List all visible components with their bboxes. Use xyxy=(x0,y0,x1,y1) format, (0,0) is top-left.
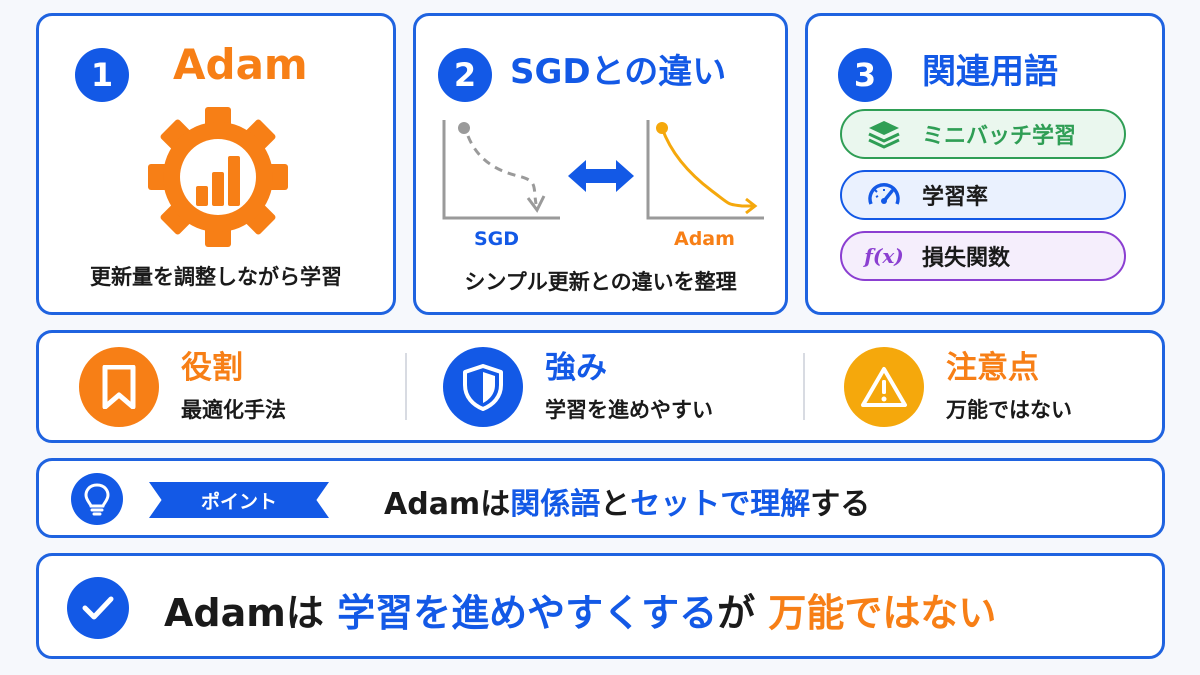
card-number-badge: 3 xyxy=(838,48,892,102)
lightbulb-icon xyxy=(71,473,123,525)
feature-desc: 万能ではない xyxy=(946,397,1072,422)
card-title: SGDとの違い xyxy=(510,52,727,92)
point-text: Adamは関係語とセットで理解する xyxy=(384,487,871,522)
summary-row: Adamは 学習を進めやすくするが 万能ではない xyxy=(36,553,1165,659)
term-pill-loss-function: f(x) 損失関数 xyxy=(840,231,1126,281)
check-circle-icon xyxy=(67,577,129,639)
term-pill-learning-rate: 学習率 xyxy=(840,170,1126,220)
card-title: 関連用語 xyxy=(922,52,1058,92)
point-row: ポイント Adamは関係語とセットで理解する xyxy=(36,458,1165,538)
bookmark-icon xyxy=(79,346,159,427)
term-label: ミニバッチ学習 xyxy=(922,124,1077,149)
feature-title: 役割 xyxy=(181,350,243,387)
warning-icon xyxy=(844,346,924,427)
feature-desc: 学習を進めやすい xyxy=(545,397,713,422)
feature-role: 役割 最適化手法 xyxy=(79,333,286,440)
card-adam: 1 Adam 更新量を調整しながら学習 xyxy=(36,13,396,315)
term-label: 学習率 xyxy=(922,185,989,210)
shield-icon xyxy=(443,346,523,427)
speedometer-icon xyxy=(864,179,904,211)
term-label: 損失関数 xyxy=(922,246,1011,271)
layers-icon xyxy=(864,118,904,150)
card-caption: 更新量を調整しながら学習 xyxy=(90,265,342,289)
card-sgd-comparison: 2 SGDとの違い SGD Adam シンプル更新との違いを整理 xyxy=(413,13,788,315)
adam-graph-icon xyxy=(646,120,764,220)
adam-label: Adam xyxy=(674,228,735,250)
gear-bar-chart-icon xyxy=(148,107,288,247)
double-arrow-icon xyxy=(568,160,634,192)
point-badge-label: ポイント xyxy=(200,490,277,513)
feature-title: 強み xyxy=(545,350,607,387)
feature-title: 注意点 xyxy=(946,350,1039,387)
divider xyxy=(803,353,805,420)
card-number-badge: 2 xyxy=(438,48,492,102)
summary-text: Adamは 学習を進めやすくするが 万能ではない xyxy=(164,591,997,635)
card-number-badge: 1 xyxy=(75,48,129,102)
sgd-graph-icon xyxy=(442,120,560,220)
card-caption: シンプル更新との違いを整理 xyxy=(464,270,737,294)
term-pill-minibatch: ミニバッチ学習 xyxy=(840,109,1126,159)
divider xyxy=(405,353,407,420)
point-badge: ポイント xyxy=(149,482,329,518)
card-title: Adam xyxy=(173,40,308,89)
feature-caution: 注意点 万能ではない xyxy=(844,333,1072,440)
feature-desc: 最適化手法 xyxy=(181,397,286,422)
sgd-label: SGD xyxy=(474,228,520,250)
features-row: 役割 最適化手法 強み 学習を進めやすい 注意点 万能ではない xyxy=(36,330,1165,443)
feature-strength: 強み 学習を進めやすい xyxy=(443,333,713,440)
function-icon: f(x) xyxy=(864,244,904,268)
card-related-terms: 3 関連用語 ミニバッチ学習 学習率 f(x) 損失関数 xyxy=(805,13,1165,315)
